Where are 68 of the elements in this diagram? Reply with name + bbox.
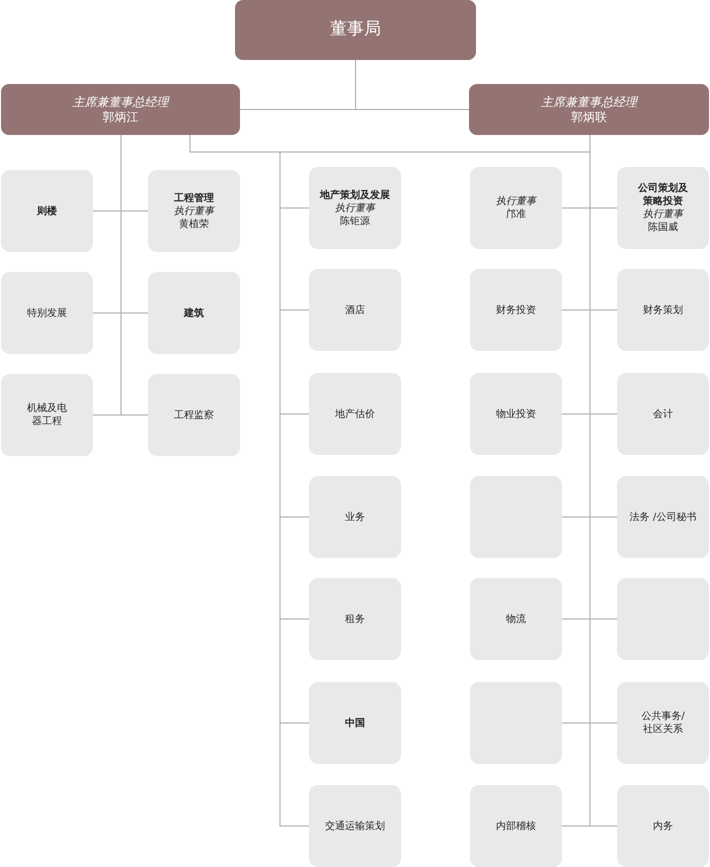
department-box	[617, 269, 709, 351]
connector-line	[120, 134, 148, 416]
node-title: 建筑	[184, 306, 204, 320]
department-box	[1, 374, 93, 456]
department-box	[148, 374, 240, 456]
node-title: 法务 /公司秘书	[630, 510, 696, 524]
department-box	[309, 578, 401, 660]
node-text: 陈国威	[648, 221, 678, 234]
node-text: 郭炳联	[571, 110, 607, 124]
node-title: 特别发展	[27, 306, 67, 320]
node-text: 执行董事	[335, 202, 375, 214]
node-title: 物业投资	[496, 408, 536, 420]
department-box	[617, 167, 709, 249]
node-title: 执行董事	[496, 195, 536, 208]
node-text: 陈钜源	[340, 214, 370, 228]
node-title: 交通运输策划	[325, 820, 385, 832]
node-title: 财务投资	[496, 304, 536, 316]
node-title: 公司策划及策略投资	[637, 182, 689, 208]
node-title: 工程监察	[174, 408, 214, 422]
department-box	[470, 578, 562, 660]
department-box	[309, 269, 401, 351]
department-box	[309, 373, 401, 455]
connector-line	[355, 60, 470, 110]
node-title: 地产估价	[335, 408, 375, 420]
empty-box	[470, 682, 562, 764]
node-title: 物流	[506, 612, 526, 626]
board-box	[235, 0, 476, 60]
node-title: 中国	[345, 716, 365, 730]
node-title: 业务	[345, 510, 365, 524]
executive-box	[1, 84, 240, 135]
executive-box	[469, 84, 709, 135]
department-box	[309, 682, 401, 764]
department-box	[309, 476, 401, 558]
department-box	[617, 785, 709, 867]
node-text: 执行董事	[174, 204, 214, 218]
department-box	[309, 167, 401, 249]
department-box	[617, 373, 709, 455]
department-box	[1, 272, 93, 354]
node-text: 执行董事	[643, 208, 683, 221]
node-title: 酒店	[345, 304, 365, 316]
department-box	[617, 682, 709, 764]
node-text: 黄植荣	[179, 218, 209, 230]
node-title: 内务	[653, 820, 673, 832]
node-title: 会计	[653, 408, 673, 420]
node-text: 邝准	[506, 208, 526, 221]
department-box	[617, 476, 709, 558]
node-title: 租务	[345, 612, 365, 626]
empty-box	[470, 476, 562, 558]
node-title: 地产策划及发展	[320, 188, 390, 202]
node-title: 主席兼董事总经理	[541, 94, 637, 110]
node-text: 郭炳江	[102, 110, 138, 124]
department-box	[470, 269, 562, 351]
department-box	[470, 373, 562, 455]
department-box	[1, 170, 93, 252]
department-box	[470, 785, 562, 867]
node-title: 工程管理	[174, 192, 214, 204]
node-title: 主席兼董事总经理	[72, 94, 168, 110]
department-box	[470, 167, 562, 249]
node-title: 机械及电器工程	[27, 402, 67, 428]
node-title: 董事局	[330, 19, 381, 41]
department-box	[309, 785, 401, 867]
node-title: 公共事务/社区关系	[640, 710, 686, 736]
node-title: 内部稽核	[496, 820, 536, 832]
node-title: 则楼	[37, 204, 57, 218]
department-box	[148, 272, 240, 354]
department-box	[148, 170, 240, 252]
empty-box	[617, 578, 709, 660]
node-title: 财务策划	[643, 304, 683, 316]
